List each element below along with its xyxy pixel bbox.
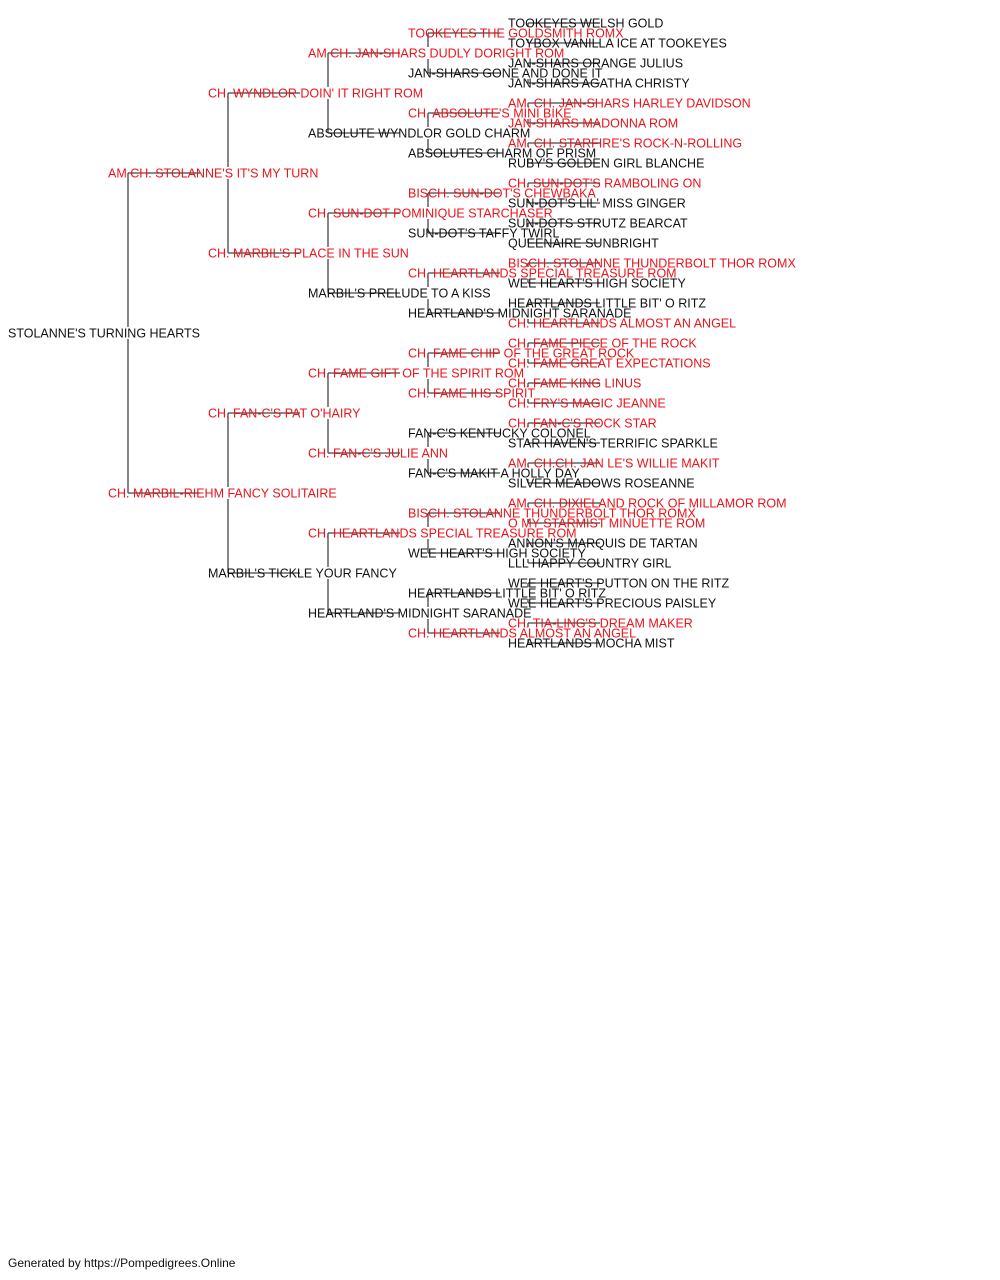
pedigree-name-pedigree.sire.sire.sire.sire.name: TOOKEYES THE GOLDSMITH ROMX [408,27,624,41]
pedigree-name-pedigree.dam.sire.sire.dam.name: CH. FAME IHS SPIRIT [408,387,535,401]
pedigree-name-pedigree.dam.sire.sire.sire.name: CH. FAME CHIP OF THE GREAT ROCK [408,347,635,361]
pedigree-name-pedigree.sire.dam.dam.name: MARBIL'S PRELUDE TO A KISS [308,287,491,301]
pedigree-name-pedigree.dam.dam.dam.name: HEARTLAND'S MIDNIGHT SARANADE [308,607,532,621]
pedigree-name-pedigree.dam.sire.sire.name: CH. FAME GIFT OF THE SPIRIT ROM [308,367,524,381]
pedigree-name-pedigree.dam.name: CH. MARBIL-RIEHM FANCY SOLITAIRE [108,487,337,501]
pedigree-name-pedigree.sire.dam.sire.dam.sire.name: SUN-DOTS STRUTZ BEARCAT [508,217,688,231]
pedigree-name-pedigree.sire.sire.dam.sire.name: CH. ABSOLUTE'S MINI BIKE [408,107,572,121]
pedigree-name-pedigree.dam.sire.sire.sire.sire.name: CH. FAME PIECE OF THE ROCK [508,337,697,351]
pedigree-name-pedigree.sire.dam.sire.dam.name: SUN-DOT'S TAFFY TWIRL [408,227,560,241]
pedigree-name-pedigree.dam.sire.dam.sire.name: FAN-C'S KENTUCKY COLONEL [408,427,591,441]
pedigree-name-pedigree.dam.dam.sire.sire.sire.name: AM. CH. DIXIELAND ROCK OF MILLAMOR ROM [508,497,787,511]
pedigree-name-pedigree.sire.sire.name: CH. WYNDLOR DOIN' IT RIGHT ROM [208,87,423,101]
pedigree-name-pedigree.dam.dam.sire.dam.dam.name: LLL HAPPY COUNTRY GIRL [508,557,672,571]
pedigree-name-pedigree.sire.sire.dam.name: ABSOLUTE WYNDLOR GOLD CHARM [308,127,530,141]
pedigree-name-pedigree.dam.sire.dam.sire.sire.name: CH. FAN-C'S ROCK STAR [508,417,657,431]
pedigree-name-pedigree.dam.dam.sire.name: CH. HEARTLANDS SPECIAL TREASURE ROM [308,527,577,541]
pedigree-name-pedigree.sire.sire.dam.sire.sire.name: AM. CH. JAN-SHARS HARLEY DAVIDSON [508,97,751,111]
pedigree-name-pedigree.sire.sire.sire.dam.name: JAN-SHARS GONE AND DONE IT [408,67,603,81]
pedigree-name-pedigree.dam.sire.sire.sire.dam.name: CH. FAME GREAT EXPECTATIONS [508,357,711,371]
pedigree-name-pedigree.dam.dam.sire.dam.sire.name: ANNON'S MARQUIS DE TARTAN [508,537,698,551]
pedigree-name-pedigree.sire.dam.name: CH. MARBIL'S PLACE IN THE SUN [208,247,409,261]
pedigree-name-pedigree.dam.sire.sire.dam.sire.name: CH. FAME KING LINUS [508,377,641,391]
pedigree-name-pedigree.sire.sire.dam.dam.dam.name: RUBY'S GOLDEN GIRL BLANCHE [508,157,704,171]
pedigree-name-pedigree.dam.dam.dam.sire.dam.name: WEE HEART'S PRECIOUS PAISLEY [508,597,717,611]
pedigree-name-pedigree.dam.dam.dam.dam.name: CH. HEARTLANDS ALMOST AN ANGEL [408,627,636,641]
pedigree-name-pedigree.sire.dam.dam.dam.name: HEARTLAND'S MIDNIGHT SARANADE [408,307,632,321]
pedigree-name-pedigree.sire.sire.sire.sire.dam.name: TOYBOX VANILLA ICE AT TOOKEYES [508,37,727,51]
pedigree-name-pedigree.sire.dam.sire.sire.name: BISCH. SUN-DOT'S CHEWBAKA [408,187,596,201]
pedigree-name-pedigree.sire.dam.dam.sire.name: CH. HEARTLANDS SPECIAL TREASURE ROM [408,267,677,281]
pedigree-name-pedigree.dam.sire.sire.dam.dam.name: CH. FRY'S MAGIC JEANNE [508,397,666,411]
pedigree-name-pedigree.dam.dam.name: MARBIL'S TICKLE YOUR FANCY [208,567,397,581]
pedigree-name-pedigree.sire.dam.sire.sire.dam.name: SUN-DOT'S LIL' MISS GINGER [508,197,686,211]
pedigree-name-pedigree.sire.sire.dam.sire.dam.name: JAN-SHARS MADONNA ROM [508,117,678,131]
pedigree-name-pedigree.sire.dam.dam.sire.sire.name: BISCH. STOLANNE THUNDERBOLT THOR ROMX [508,257,796,271]
pedigree-name-pedigree.dam.dam.dam.sire.sire.name: WEE HEART'S PUTTON ON THE RITZ [508,577,730,591]
pedigree-name-pedigree.sire.dam.dam.dam.sire.name: HEARTLANDS LITTLE BIT' O RITZ [508,297,706,311]
pedigree-name-pedigree.dam.sire.name: CH. FAN-C'S PAT O'HAIRY [208,407,361,421]
pedigree-name-pedigree.sire.dam.dam.dam.dam.name: CH. HEARTLANDS ALMOST AN ANGEL [508,317,736,331]
pedigree-name-pedigree.dam.dam.dam.dam.dam.name: HEARTLANDS MOCHA MIST [508,637,675,651]
footer-credit: Generated by https://Pompedigrees.Online [8,1256,236,1270]
pedigree-name-pedigree.sire.dam.sire.name: CH. SUN-DOT POMINIQUE STARCHASER [308,207,553,221]
pedigree-name-pedigree.sire.sire.sire.dam.sire.name: JAN-SHARS ORANGE JULIUS [508,57,683,71]
pedigree-name-pedigree.dam.sire.dam.name: CH. FAN-C'S JULIE ANN [308,447,448,461]
pedigree-name-pedigree.sire.sire.sire.sire.sire.name: TOOKEYES WELSH GOLD [508,17,663,31]
pedigree-name-pedigree.dam.sire.dam.sire.dam.name: STAR HAVEN'S TERRIFIC SPARKLE [508,437,718,451]
pedigree-name-pedigree.sire.sire.sire.dam.dam.name: JAN-SHARS AGATHA CHRISTY [508,77,690,91]
pedigree-name-pedigree.dam.dam.sire.dam.name: WEE HEART'S HIGH SOCIETY [408,547,587,561]
pedigree-name-pedigree.dam.dam.dam.dam.sire.name: CH. TIA-LING'S DREAM MAKER [508,617,693,631]
pedigree-name-pedigree.sire.sire.dam.dam.sire.name: AM. CH. STARFIRE'S ROCK-N-ROLLING [508,137,742,151]
pedigree-name-pedigree.dam.dam.sire.sire.dam.name: O MY STARMIST MINUETTE ROM [508,517,705,531]
pedigree-name-pedigree.sire.dam.sire.dam.dam.name: QUEENAIRE SUNBRIGHT [508,237,659,251]
pedigree-name-pedigree.dam.sire.dam.dam.dam.name: SILVER MEADOWS ROSEANNE [508,477,695,491]
pedigree-name-pedigree.sire.name: AM CH. STOLANNE'S IT'S MY TURN [108,167,318,181]
pedigree-name-pedigree.dam.dam.sire.sire.name: BISCH. STOLANNE THUNDERBOLT THOR ROMX [408,507,696,521]
pedigree-name-pedigree.dam.dam.dam.sire.name: HEARTLANDS LITTLE BIT' O RITZ [408,587,606,601]
pedigree-name-pedigree.sire.sire.dam.dam.name: ABSOLUTES CHARM OF PRISM [408,147,596,161]
pedigree-name-pedigree.name: STOLANNE'S TURNING HEARTS [8,327,200,341]
pedigree-name-pedigree.dam.sire.dam.dam.name: FAN-C'S MAKIT A HOLLY DAY [408,467,580,481]
pedigree-name-pedigree.dam.sire.dam.dam.sire.name: AM. CH.CH. JAN LE'S WILLIE MAKIT [508,457,720,471]
pedigree-name-pedigree.sire.dam.sire.sire.sire.name: CH. SUN-DOT'S RAMBOLING ON [508,177,701,191]
pedigree-name-pedigree.sire.sire.sire.name: AM CH. JAN-SHARS DUDLY DORIGHT ROM [308,47,564,61]
pedigree-name-pedigree.sire.dam.dam.sire.dam.name: WEE HEART'S HIGH SOCIETY [508,277,687,291]
